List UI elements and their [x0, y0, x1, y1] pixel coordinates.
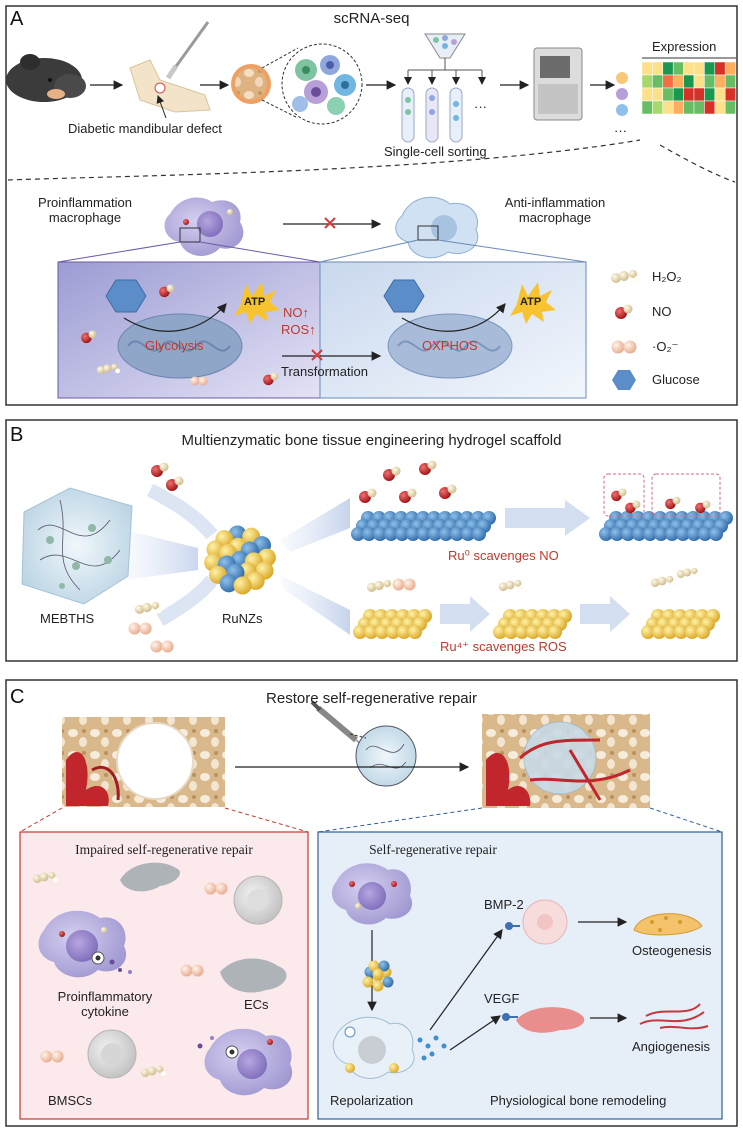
macrophage-repair-pro	[331, 863, 413, 925]
runzs-nanozyme	[204, 525, 276, 595]
legend-no: NO	[652, 304, 672, 319]
cytokine-label: Proinflammatory cytokine	[57, 989, 153, 1019]
panel-a-title: scRNA-seq	[333, 10, 410, 27]
glycolysis-label: Glycolysis	[145, 338, 204, 353]
ru0-label: Ru⁰ scavenges NO	[448, 548, 559, 563]
ecs-label: ECs	[244, 997, 269, 1012]
legend-glucose: Glucose	[652, 372, 700, 387]
glucose-hexagon	[105, 279, 147, 313]
cell-cluster	[281, 43, 363, 125]
vegf-label: VEGF	[484, 991, 520, 1006]
proinflammation-macrophage	[164, 197, 244, 256]
no-up-label: NO↑	[283, 305, 309, 320]
transformation-label: Transformation	[281, 364, 368, 379]
bone-scaffold-image	[482, 714, 650, 808]
expression-label: Expression	[652, 39, 717, 54]
oxphos-label: OXPHOS	[422, 338, 478, 353]
ellipsis-2: ···	[614, 123, 627, 138]
ru0-surface	[351, 511, 496, 541]
mouse-illustration	[6, 54, 86, 102]
ru0-surface-after	[599, 511, 733, 541]
tissue-sample	[231, 47, 299, 119]
osteogenesis-label: Osteogenesis	[632, 943, 712, 958]
repair-title: Self-regenerative repair	[369, 842, 497, 857]
runzs-label: RuNZs	[222, 611, 263, 626]
ru4-surface	[353, 609, 720, 639]
macrophage-impaired-2	[197, 1028, 293, 1096]
syringe-injection	[310, 700, 417, 787]
pro-macrophage-label: Proinflammation macrophage	[38, 195, 132, 225]
bmp2-label: BMP-2	[484, 897, 524, 912]
fibroblast-cell	[120, 862, 181, 892]
sequencer-machine	[500, 47, 616, 121]
cell-sorter-funnel	[401, 33, 486, 143]
glucose-hexagon-right	[383, 279, 425, 313]
macrophage-impaired-1	[38, 910, 132, 978]
ru4-label: Ru⁴⁺ scavenges ROS	[440, 639, 567, 654]
panel-a-letter: A	[10, 8, 24, 30]
atp-label-right: ATP	[520, 296, 542, 308]
remodeling-label: Physiological bone remodeling	[490, 1093, 667, 1108]
endothelial-cell	[516, 1007, 585, 1033]
repolarization-label: Repolarization	[330, 1093, 414, 1108]
ec-cell	[220, 958, 287, 993]
sorting-label: Single-cell sorting	[384, 144, 487, 159]
secreted-factors	[417, 1035, 447, 1061]
panel-b-title: Multienzymatic bone tissue engineering h…	[181, 432, 562, 449]
panel-b-letter: B	[10, 424, 24, 446]
legend-h2o2: H₂O₂	[652, 269, 682, 284]
defect-label: Diabetic mandibular defect	[68, 121, 222, 136]
bmscs-label: BMSCs	[48, 1093, 93, 1108]
cluster-dots	[616, 72, 628, 116]
legend-o2: ·O₂⁻	[652, 339, 679, 354]
bone-defect-image	[62, 717, 225, 807]
runzs-small	[362, 960, 394, 992]
panel-c-title: Restore self-regenerative repair	[266, 690, 477, 707]
atp-label-left: ATP	[244, 296, 266, 308]
angiogenesis-label: Angiogenesis	[632, 1039, 711, 1054]
ellipsis-1: ···	[474, 99, 487, 114]
blood-vessel-icon	[639, 1003, 709, 1030]
macrophage-repolarized	[332, 1016, 415, 1079]
mandible-illustration	[129, 21, 211, 113]
expression-heatmap	[641, 61, 736, 115]
mebths-label: MEBTHS	[40, 611, 95, 626]
panel-c-letter: C	[10, 686, 25, 708]
mebths-hydrogel	[21, 487, 133, 605]
ros-up-label: ROS↑	[281, 322, 316, 337]
impaired-title: Impaired self-regenerative repair	[75, 842, 253, 857]
bone-matrix-icon	[633, 913, 703, 936]
anti-macrophage-label: Anti-inflammation macrophage	[504, 195, 606, 225]
